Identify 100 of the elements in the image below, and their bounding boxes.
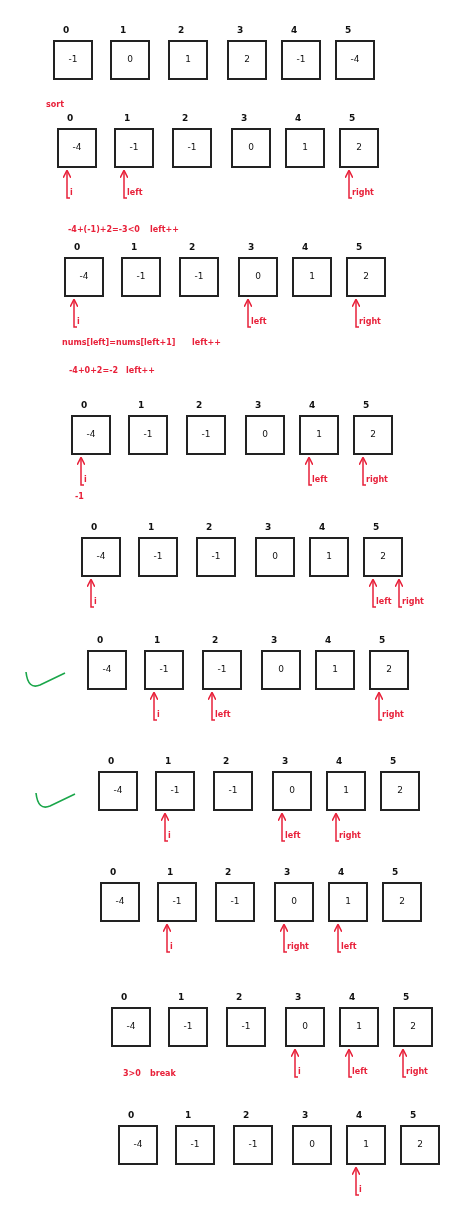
cell-value: -4 [349,54,361,65]
pointer-label: i [94,597,97,607]
pointer-arrow [76,456,86,486]
pointer-arrow [207,691,217,721]
cell-value: 1 [355,1021,363,1032]
index-label: 1 [178,992,185,1003]
index-label: 2 [243,1110,250,1121]
pointer-label: i [298,1067,301,1077]
cell-value: -1 [152,551,164,562]
pointer-label: right [359,317,381,327]
pointer-arrow [351,298,361,328]
index-label: 2 [236,992,243,1003]
cell-value: -4 [101,664,113,675]
note-text: left++ [126,366,155,376]
note-text: nums[left]=nums[left+1] [62,338,176,348]
index-label: 4 [325,635,332,646]
cell-value: 0 [308,1139,316,1150]
cell-value: -1 [189,1139,201,1150]
note-text: left++ [192,338,221,348]
cell-value: 0 [271,551,279,562]
index-label: 3 [241,113,248,124]
note-text: -1 [75,492,84,502]
cell-value: 2 [398,896,406,907]
index-label: 3 [295,992,302,1003]
pointer-label: i [359,1185,362,1195]
pointer-arrow [160,812,170,842]
index-label: 1 [165,756,172,767]
pointer-arrow [331,812,341,842]
pointer-label: left [352,1067,368,1077]
note-text: left++ [150,225,179,235]
index-label: 0 [74,242,81,253]
index-label: 2 [182,113,189,124]
index-label: 3 [248,242,255,253]
cell-value: -1 [169,785,181,796]
pointer-label: left [376,597,392,607]
pointer-arrow [351,1166,361,1196]
index-label: 3 [265,522,272,533]
cell-value: -1 [295,54,307,65]
index-label: 4 [336,756,343,767]
cell-value: 1 [308,271,316,282]
pointer-arrow [243,298,253,328]
pointer-arrow [290,1048,300,1078]
cell-value: -4 [85,429,97,440]
note-text: -4+(-1)+2=-3<0 [68,225,140,235]
cell-value: -4 [71,142,83,153]
pointer-label: i [157,710,160,720]
index-label: 5 [349,113,356,124]
index-label: 4 [338,867,345,878]
pointer-label: i [168,831,171,841]
cell-value: -1 [200,429,212,440]
cell-value: 2 [396,785,404,796]
pointer-label: left [251,317,267,327]
cell-value: 2 [385,664,393,675]
pointer-arrow [279,923,289,953]
cell-value: 1 [315,429,323,440]
cell-value: 1 [184,54,192,65]
pointer-label: right [402,597,424,607]
index-label: 3 [255,400,262,411]
index-label: 2 [196,400,203,411]
note-text: 3>0 [123,1069,141,1079]
pointer-label: right [287,942,309,952]
pointer-arrow [394,578,404,608]
cell-value: -1 [216,664,228,675]
pointer-label: left [341,942,357,952]
pointer-arrow [398,1048,408,1078]
cell-value: -4 [78,271,90,282]
pointer-label: right [366,475,388,485]
cell-value: -1 [229,896,241,907]
cell-value: -1 [182,1021,194,1032]
cell-value: 2 [243,54,251,65]
pointer-arrow [374,691,384,721]
index-label: 5 [356,242,363,253]
cell-value: -1 [247,1139,259,1150]
pointer-label: left [127,188,143,198]
index-label: 0 [63,25,70,36]
cell-value: -4 [125,1021,137,1032]
pointer-label: left [285,831,301,841]
index-label: 2 [178,25,185,36]
pointer-label: i [84,475,87,485]
index-label: 5 [390,756,397,767]
pointer-arrow [69,298,79,328]
cell-value: 0 [126,54,134,65]
index-label: 0 [91,522,98,533]
index-label: 3 [284,867,291,878]
pointer-arrow [277,812,287,842]
cell-value: -1 [210,551,222,562]
index-label: 5 [363,400,370,411]
cell-value: 1 [362,1139,370,1150]
cell-value: 1 [331,664,339,675]
note-text: break [150,1069,176,1079]
index-label: 1 [138,400,145,411]
cell-value: 1 [325,551,333,562]
index-label: 1 [131,242,138,253]
index-label: 0 [108,756,115,767]
index-label: 1 [185,1110,192,1121]
index-label: 2 [189,242,196,253]
cell-value: -1 [193,271,205,282]
index-label: 1 [167,867,174,878]
pointer-arrow [344,1048,354,1078]
cell-value: 2 [362,271,370,282]
